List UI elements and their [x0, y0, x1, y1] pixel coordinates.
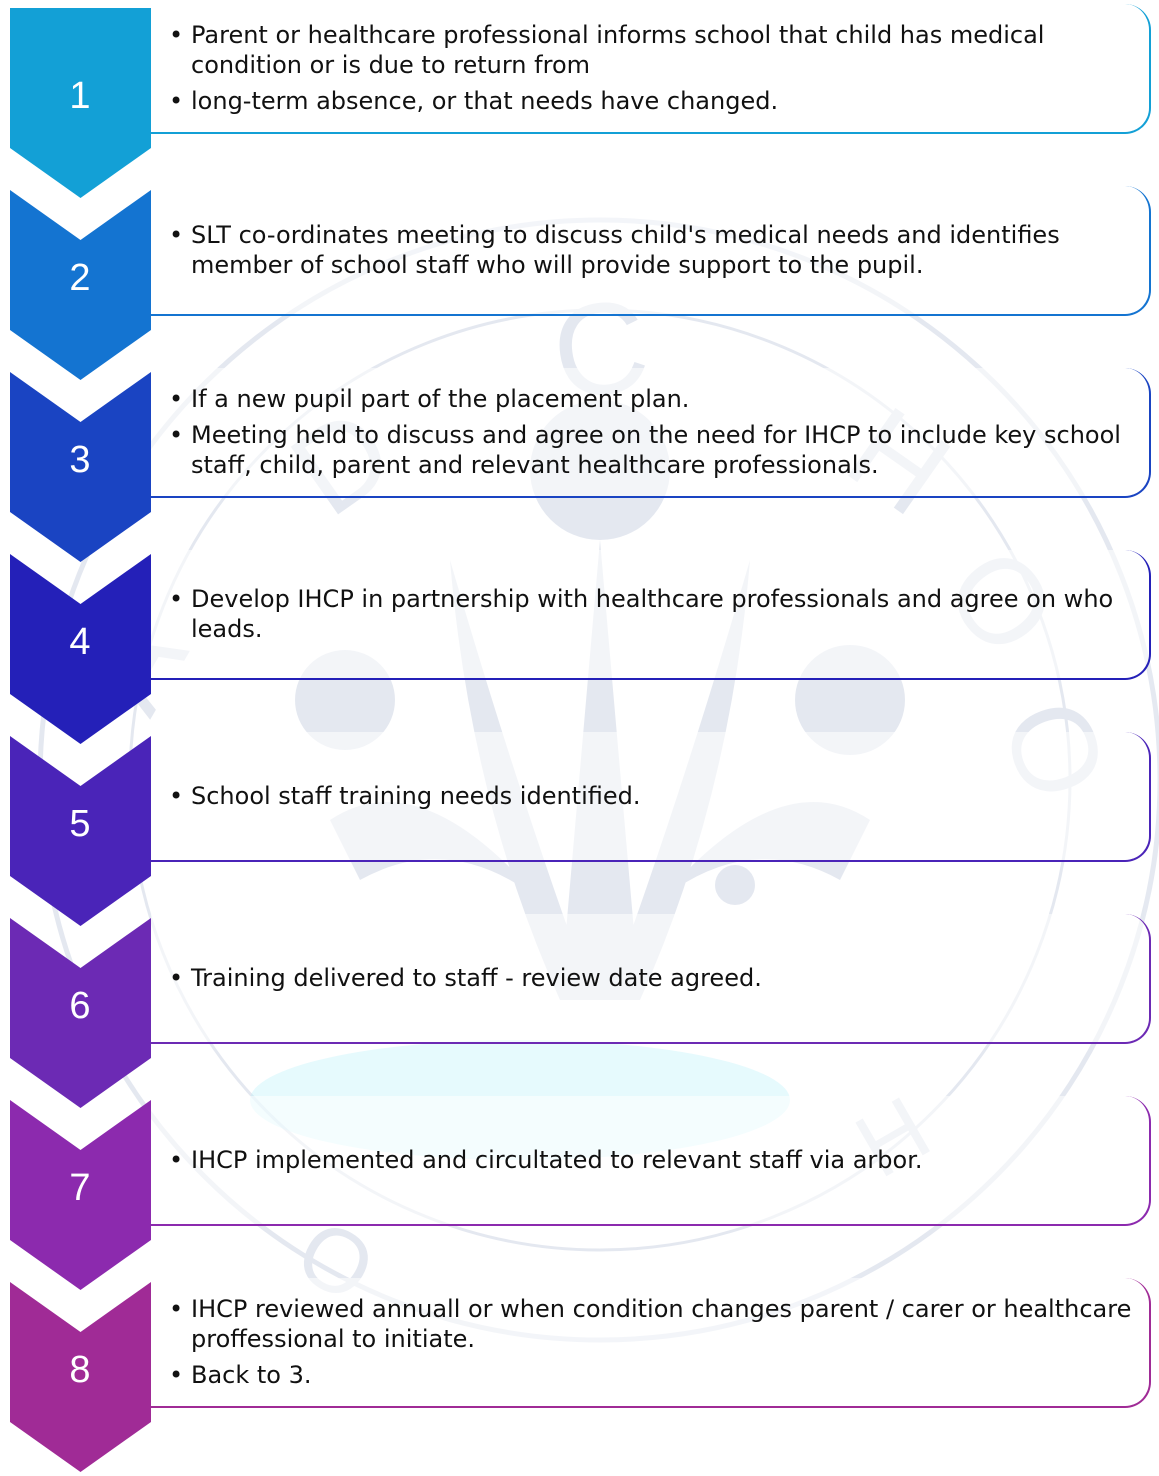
step-6-bullet: Training delivered to staff - review dat…	[165, 963, 1139, 993]
step-6-chevron	[10, 918, 151, 1108]
step-1-bullet: long-term absence, or that needs have ch…	[165, 86, 1139, 116]
step-1-bullet: Parent or healthcare professional inform…	[165, 20, 1139, 80]
step-6-number: 6	[69, 985, 91, 1027]
step-3-number: 3	[69, 439, 91, 481]
step-3-box: If a new pupil part of the placement pla…	[151, 368, 1151, 498]
step-5-box: School staff training needs identified.	[151, 732, 1151, 862]
step-3-chevron	[10, 372, 151, 562]
step-7-bullet: IHCP implemented and circultated to rele…	[165, 1145, 1139, 1175]
step-5-number: 5	[69, 803, 91, 845]
step-8-box: IHCP reviewed annuall or when condition …	[151, 1278, 1151, 1408]
step-1-chevron	[10, 8, 151, 198]
step-8-chevron	[10, 1282, 151, 1472]
step-3-bullet: Meeting held to discuss and agree on the…	[165, 420, 1139, 480]
step-2-bullet: SLT co-ordinates meeting to discuss chil…	[165, 220, 1139, 280]
step-3-bullet: If a new pupil part of the placement pla…	[165, 384, 1139, 414]
step-2-box: SLT co-ordinates meeting to discuss chil…	[151, 186, 1151, 316]
step-2-chevron	[10, 190, 151, 380]
step-5-chevron	[10, 736, 151, 926]
step-4-box: Develop IHCP in partnership with healthc…	[151, 550, 1151, 680]
step-4-chevron	[10, 554, 151, 744]
step-6-box: Training delivered to staff - review dat…	[151, 914, 1151, 1044]
step-5-bullet: School staff training needs identified.	[165, 781, 1139, 811]
step-8-number: 8	[69, 1349, 91, 1391]
step-8-bullet: Back to 3.	[165, 1360, 1139, 1390]
step-4-bullet: Develop IHCP in partnership with healthc…	[165, 584, 1139, 644]
step-2-number: 2	[69, 257, 91, 299]
step-8-bullet: IHCP reviewed annuall or when condition …	[165, 1294, 1139, 1354]
step-7-box: IHCP implemented and circultated to rele…	[151, 1096, 1151, 1226]
step-7-chevron	[10, 1100, 151, 1290]
step-4-number: 4	[69, 621, 91, 663]
step-1-box: Parent or healthcare professional inform…	[151, 4, 1151, 134]
step-1-number: 1	[69, 75, 91, 117]
step-7-number: 7	[69, 1167, 91, 1209]
